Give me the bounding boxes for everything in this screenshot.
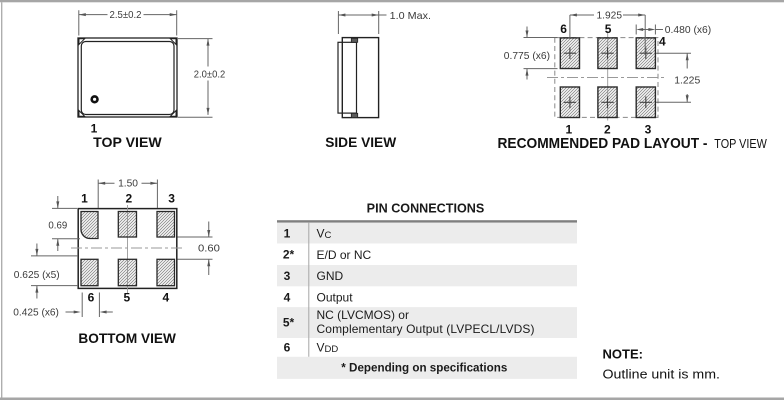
- svg-text:E/D or NC: E/D or NC: [317, 248, 372, 262]
- svg-text:PIN CONNECTIONS: PIN CONNECTIONS: [367, 202, 485, 216]
- svg-text:0.775 (x6): 0.775 (x6): [504, 50, 550, 62]
- svg-text:NC (LVCMOS) or: NC (LVCMOS) or: [317, 308, 409, 322]
- svg-text:* Depending on specifications: * Depending on specifications: [341, 361, 507, 375]
- svg-text:Output: Output: [317, 290, 354, 304]
- svg-text:1: 1: [81, 191, 88, 205]
- svg-text:3: 3: [645, 123, 652, 137]
- svg-text:4: 4: [284, 290, 291, 304]
- svg-text:NOTE:: NOTE:: [603, 346, 643, 361]
- svg-text:4: 4: [163, 290, 170, 304]
- svg-text:VDD: VDD: [317, 341, 339, 356]
- svg-text:1.50: 1.50: [118, 178, 138, 190]
- svg-text:1.225: 1.225: [674, 74, 700, 86]
- svg-text:4: 4: [659, 35, 666, 49]
- svg-text:2*: 2*: [283, 248, 295, 262]
- svg-text:SIDE VIEW: SIDE VIEW: [325, 134, 397, 150]
- svg-text:0.60: 0.60: [198, 243, 220, 255]
- svg-text:1: 1: [284, 227, 291, 241]
- svg-text:1.925: 1.925: [597, 10, 623, 22]
- svg-text:1: 1: [91, 122, 98, 136]
- svg-text:TOP VIEW: TOP VIEW: [714, 137, 767, 151]
- svg-text:BOTTOM VIEW: BOTTOM VIEW: [78, 330, 176, 346]
- svg-text:0.625 (x5): 0.625 (x5): [14, 269, 60, 281]
- svg-text:6: 6: [88, 290, 95, 304]
- svg-text:Complementary Output (LVPECL/L: Complementary Output (LVPECL/LVDS): [317, 322, 535, 336]
- svg-text:2: 2: [126, 191, 133, 205]
- svg-text:1.0 Max.: 1.0 Max.: [390, 10, 431, 22]
- svg-text:TOP VIEW: TOP VIEW: [93, 134, 162, 150]
- svg-text:GND: GND: [317, 269, 344, 283]
- svg-text:0.480 (x6): 0.480 (x6): [665, 24, 711, 36]
- svg-text:3: 3: [168, 191, 175, 205]
- svg-text:VC: VC: [317, 227, 332, 242]
- svg-text:5*: 5*: [283, 316, 295, 330]
- svg-text:RECOMMENDED PAD LAYOUT -: RECOMMENDED PAD LAYOUT -: [498, 135, 708, 152]
- svg-text:2: 2: [604, 123, 611, 137]
- svg-text:Outline unit is mm.: Outline unit is mm.: [603, 366, 721, 381]
- svg-text:6: 6: [284, 341, 291, 355]
- svg-text:6: 6: [560, 22, 567, 36]
- svg-text:5: 5: [605, 22, 612, 36]
- svg-text:3: 3: [284, 269, 291, 283]
- svg-text:2.5±0.2: 2.5±0.2: [110, 9, 142, 21]
- svg-text:0.69: 0.69: [48, 219, 67, 231]
- svg-text:5: 5: [124, 290, 131, 304]
- svg-text:1: 1: [565, 123, 572, 137]
- svg-text:0.425 (x6): 0.425 (x6): [13, 306, 59, 318]
- svg-text:2.0±0.2: 2.0±0.2: [194, 68, 226, 80]
